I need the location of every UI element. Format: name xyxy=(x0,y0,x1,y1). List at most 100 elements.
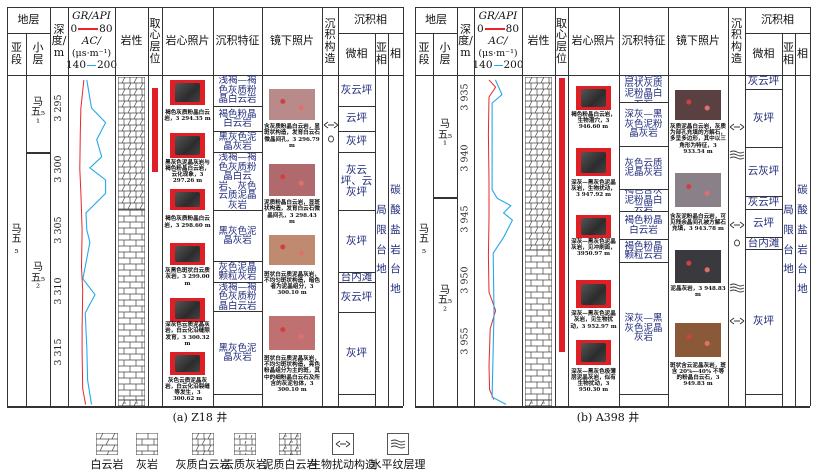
grid-line xyxy=(115,7,116,406)
a398-header-stratum: 地层 xyxy=(425,13,447,27)
legend-label: 灰质白云岩 xyxy=(175,458,231,472)
z18-lithology-bottom xyxy=(118,400,145,406)
a398-core-photo-caption: 深灰—黑灰色泥晶灰岩，见冲刷面，3950.97 m xyxy=(571,238,616,258)
a398-log-curves xyxy=(487,79,514,405)
frame-top xyxy=(415,7,810,9)
z18-header-lithology: 岩性 xyxy=(120,34,143,48)
a398-horizontal-lamination-icon xyxy=(729,150,745,160)
legend-label: 水平纹层理 xyxy=(370,458,426,472)
sublayer-boundary xyxy=(26,152,50,154)
a398-gr-min: 0 xyxy=(476,22,484,35)
z18-thin-section-image xyxy=(269,164,315,196)
core-sample-image xyxy=(175,301,200,319)
a398-sublayer-2: 马五₅² xyxy=(437,284,452,317)
a398-depth-tick-label: 3 955 xyxy=(459,327,471,355)
grid-line xyxy=(68,7,69,406)
a398-subfacies-value: 局限台地 xyxy=(783,203,794,276)
z18-header-sublayer: 小层 xyxy=(32,41,44,66)
a398-gr-line xyxy=(484,28,505,30)
z18-thin-section-caption: 泥质粉晶白云岩，显斑状构造，发育白云石微晶间孔，3 298.43 m xyxy=(264,200,320,225)
z18-header-microfacies: 微相 xyxy=(345,47,368,61)
z18-microfacies-cell: 灰云坪 xyxy=(338,75,375,107)
a398-sed-feature-cell: 深灰—黑灰色泥粉晶灰岩 xyxy=(619,103,668,147)
a398-core-photo xyxy=(576,148,611,176)
a398-depth-tick-label: 3 940 xyxy=(459,144,471,172)
z18-subsegment-value: 马五₅ xyxy=(11,223,22,256)
z18-gr-line xyxy=(78,28,99,30)
a398-microfacies-cell: 灰坪 xyxy=(745,250,782,395)
grid-line xyxy=(415,7,416,406)
core-sample-image xyxy=(175,245,200,263)
z18-header-subsegment: 亚段 xyxy=(11,41,22,66)
a398-microfacies-cell: 灰云坪 xyxy=(745,75,782,90)
grid-line xyxy=(148,7,149,406)
a398-sed-feature-cell: 浅褐色纹层状灰质泥粉晶白云岩 xyxy=(619,75,668,103)
z18-sed-feature-cell: 褐色粉晶白云岩 xyxy=(213,107,262,132)
z18-core-photo-caption: 深灰色云质泥晶灰岩，白云化沿缝隙发育，3 300.32 m xyxy=(165,322,210,347)
z18-header-facies-group: 沉积相 xyxy=(354,13,387,27)
z18-panel-caption: (a) Z18 井 xyxy=(172,411,228,425)
a398-header-sed-structure: 沉积构造 xyxy=(731,16,742,65)
z18-coring-interval-bar xyxy=(152,88,158,172)
z18-sed-feature-cell: 黑灰色泥晶灰岩 xyxy=(213,312,262,395)
legend-label: 泥质白云岩 xyxy=(262,458,318,472)
z18-microfacies-cell: 台内滩 xyxy=(338,273,375,283)
z18-microfacies-cell: 灰坪 xyxy=(338,211,375,273)
core-sample-image xyxy=(581,151,606,173)
z18-gr-min: 0 xyxy=(70,22,78,35)
a398-core-photo-caption: 深灰—黑灰色极薄层泥晶灰岩，似有生物扰动，3 950.30 m xyxy=(571,368,616,394)
a398-coring-interval-bar xyxy=(558,78,565,352)
grid-line xyxy=(375,33,376,406)
z18-thin-section-image xyxy=(269,316,315,350)
z18-sed-feature-cell: 灰色泥晶颗粒灰岩 xyxy=(213,262,262,283)
z18-ac-unit: (μs·m⁻¹) xyxy=(71,47,112,59)
z18-microfacies-cell: 灰云坪 xyxy=(338,283,375,313)
a398-microfacies-cell: 灰坪 xyxy=(745,90,782,148)
a398-facies-value: 碳酸盐岩台地 xyxy=(797,183,808,296)
core-sample-image xyxy=(175,83,200,102)
a398-sed-feature-cell: 深灰—黑灰色泥晶灰岩 xyxy=(619,263,668,395)
grid-line xyxy=(50,7,51,406)
a398-lithology-limy-dolomite xyxy=(525,77,552,250)
a398-header-facies-group: 沉积相 xyxy=(761,13,794,27)
z18-subfacies-value: 局限台地 xyxy=(376,203,387,276)
a398-core-photo-caption: 深灰—黑灰色泥晶灰岩，生物扰动，3 947.92 m xyxy=(571,179,616,199)
a398-ac-label: AC/ xyxy=(488,35,508,48)
z18-sublayer-1: 马五₅¹ xyxy=(30,96,45,129)
a398-bioturbation-icon xyxy=(729,317,745,325)
z18-core-photo-caption: 褐色灰质粉晶白云岩，3 298.60 m xyxy=(164,216,211,229)
z18-depth-tick-label: 3 305 xyxy=(53,216,65,244)
a398-header-microfacies: 微相 xyxy=(752,47,775,61)
grid-line xyxy=(7,7,8,406)
frame-bottom xyxy=(7,406,403,408)
a398-microfacies-cell: 台内滩 xyxy=(745,238,782,250)
grid-line xyxy=(795,33,796,406)
z18-depth-tick-label: 3 300 xyxy=(53,155,65,183)
grid-line xyxy=(668,7,669,406)
header-mid xyxy=(745,33,810,34)
a398-horizontal-lamination-icon xyxy=(729,283,745,293)
a398-header-subsegment: 亚段 xyxy=(418,41,430,66)
z18-core-photo xyxy=(170,298,205,322)
a398-subsegment-value: 马五₅ xyxy=(419,223,429,256)
a398-ac-max: 200 xyxy=(503,59,524,72)
a398-header-subfacies: 亚相 xyxy=(783,41,794,66)
grid-line xyxy=(810,7,811,406)
a398-thin-section-caption: 灰质泥晶白云岩，灰质为部孔充填的方解石，多呈多边形，其中以三角形为特征，3 93… xyxy=(670,124,726,155)
header-bottom xyxy=(7,75,403,76)
header-bottom xyxy=(415,75,810,76)
header-mid xyxy=(415,33,457,34)
a398-burrow-icon xyxy=(734,239,740,247)
a398-thin-section-caption: 含灰泥粉晶白云岩，可见残余晶间孔被方解石充填，3 943.78 m xyxy=(670,213,726,233)
a398-sed-feature-cell: 褐色含灰泥粉晶白云岩 xyxy=(619,190,668,212)
a398-header-sed-features: 沉积特征 xyxy=(621,34,666,48)
a398-bioturbation-icon xyxy=(729,123,745,131)
dolomite-pattern-icon xyxy=(96,433,118,455)
a398-ac-curve xyxy=(491,79,514,405)
